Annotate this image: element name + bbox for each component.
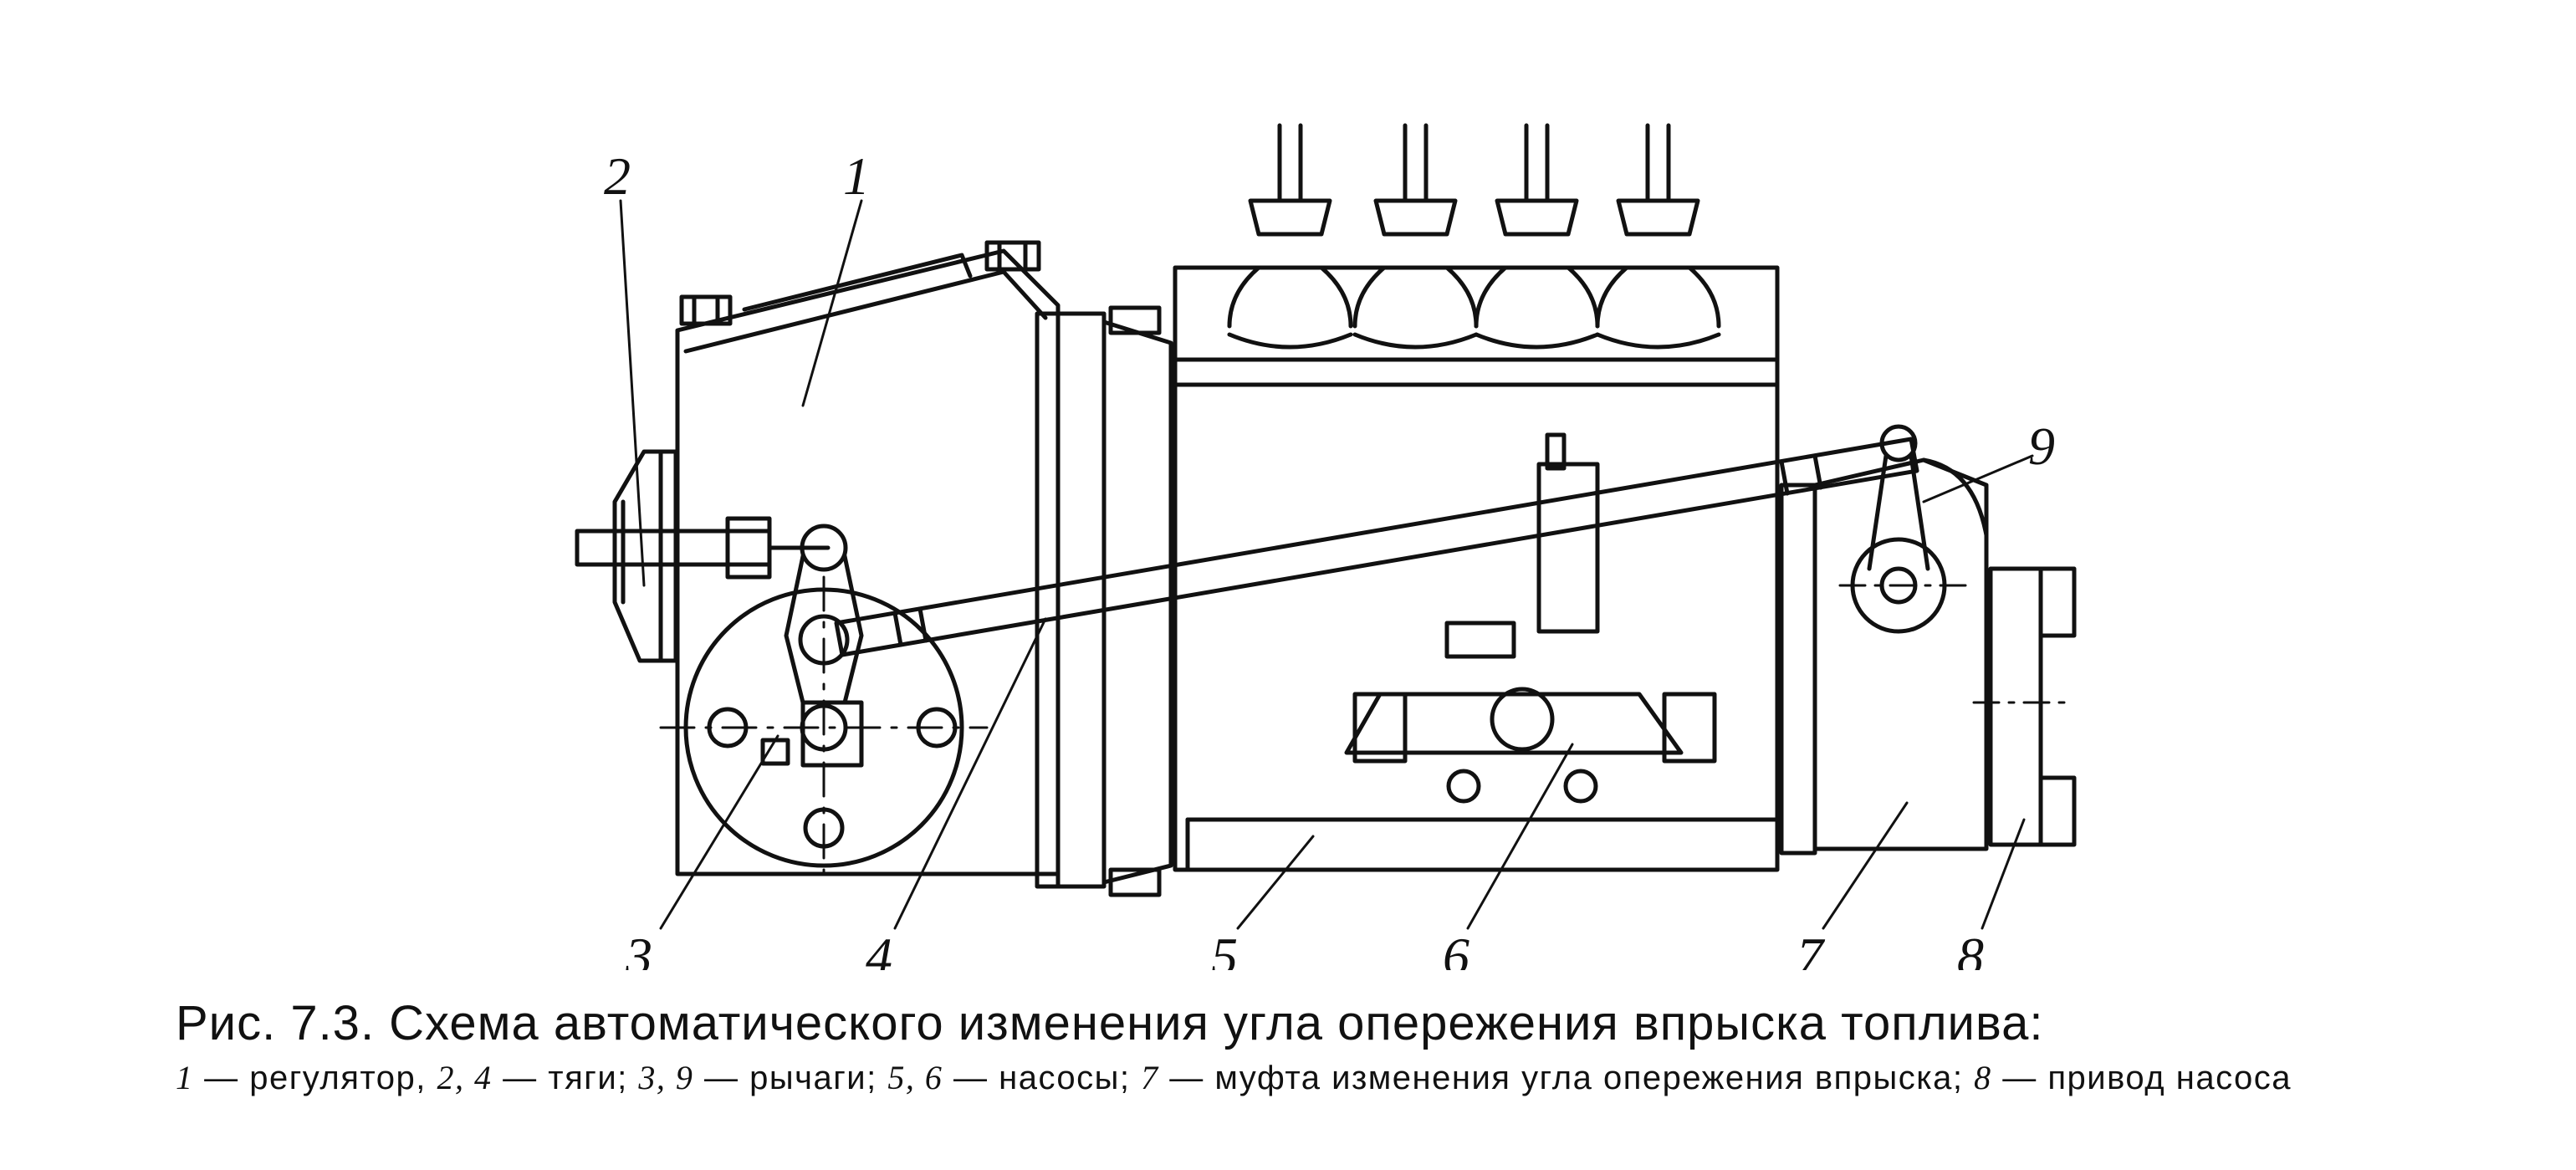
caption-title: Рис. 7.3. Схема автоматического изменени… — [176, 996, 2044, 1050]
label-8: 8 — [1957, 927, 1984, 970]
label-5: 5 — [1211, 927, 1238, 970]
injector-icon — [1595, 123, 1721, 350]
disk-bolt-icon — [707, 703, 958, 849]
label-4: 4 — [866, 927, 892, 970]
label-2: 2 — [604, 146, 631, 206]
legend-text: — муфта изменения угла опережения впрыск… — [1158, 1060, 1975, 1096]
injector-icon — [1352, 123, 1479, 350]
legend-text: — тяги; — [492, 1060, 639, 1096]
callout-labels: 1 2 3 4 5 6 7 8 9 — [604, 146, 2055, 970]
legend-num: 3, 9 — [638, 1059, 694, 1096]
injector-sections — [1227, 123, 1721, 350]
legend-num: 2, 4 — [437, 1059, 493, 1096]
legend-text: — насосы; — [943, 1060, 1142, 1096]
flange-bolt-icon — [1108, 305, 1162, 897]
lever-3 — [760, 524, 864, 768]
leader-lines — [619, 199, 2034, 930]
pump-6 — [1344, 432, 1717, 804]
rod-2 — [575, 516, 831, 580]
legend-num: 7 — [1141, 1059, 1159, 1096]
legend-num: 5, 6 — [887, 1059, 943, 1096]
pump-body — [1173, 265, 1780, 872]
legend-num: 1 — [176, 1059, 194, 1096]
injector-icon — [1227, 123, 1353, 350]
regulator-housing — [675, 240, 1061, 876]
label-9: 9 — [2028, 416, 2055, 476]
injector-icon — [1474, 123, 1600, 350]
pump-schematic: 1 2 3 4 5 6 7 8 9 — [575, 123, 2077, 970]
front-cap — [612, 449, 678, 663]
pump-drive — [1972, 566, 2077, 847]
label-3: 3 — [625, 927, 652, 970]
advance-coupling — [1779, 457, 1989, 856]
label-7: 7 — [1797, 927, 1826, 970]
legend-line: 1 — регулятор, 2, 4 — тяги; 3, 9 — рычаг… — [176, 1057, 2451, 1099]
figure-caption: Рис. 7.3. Схема автоматического изменени… — [176, 994, 2451, 1099]
regulator-bolt-icon — [679, 240, 1041, 326]
flange — [1035, 305, 1173, 897]
rod-4 — [834, 437, 1919, 657]
label-1: 1 — [843, 146, 870, 206]
label-6: 6 — [1443, 927, 1469, 970]
legend-text: — рычаги; — [693, 1060, 888, 1096]
legend-text: — привод насоса — [1991, 1060, 2292, 1096]
caption-legend: 1 — регулятор, 2, 4 — тяги; 3, 9 — рычаг… — [176, 1057, 2451, 1099]
legend-text: — регулятор, — [193, 1060, 437, 1096]
drive-disk — [659, 575, 989, 880]
legend-num: 8 — [1974, 1059, 1992, 1096]
lever-9 — [1838, 424, 1967, 634]
